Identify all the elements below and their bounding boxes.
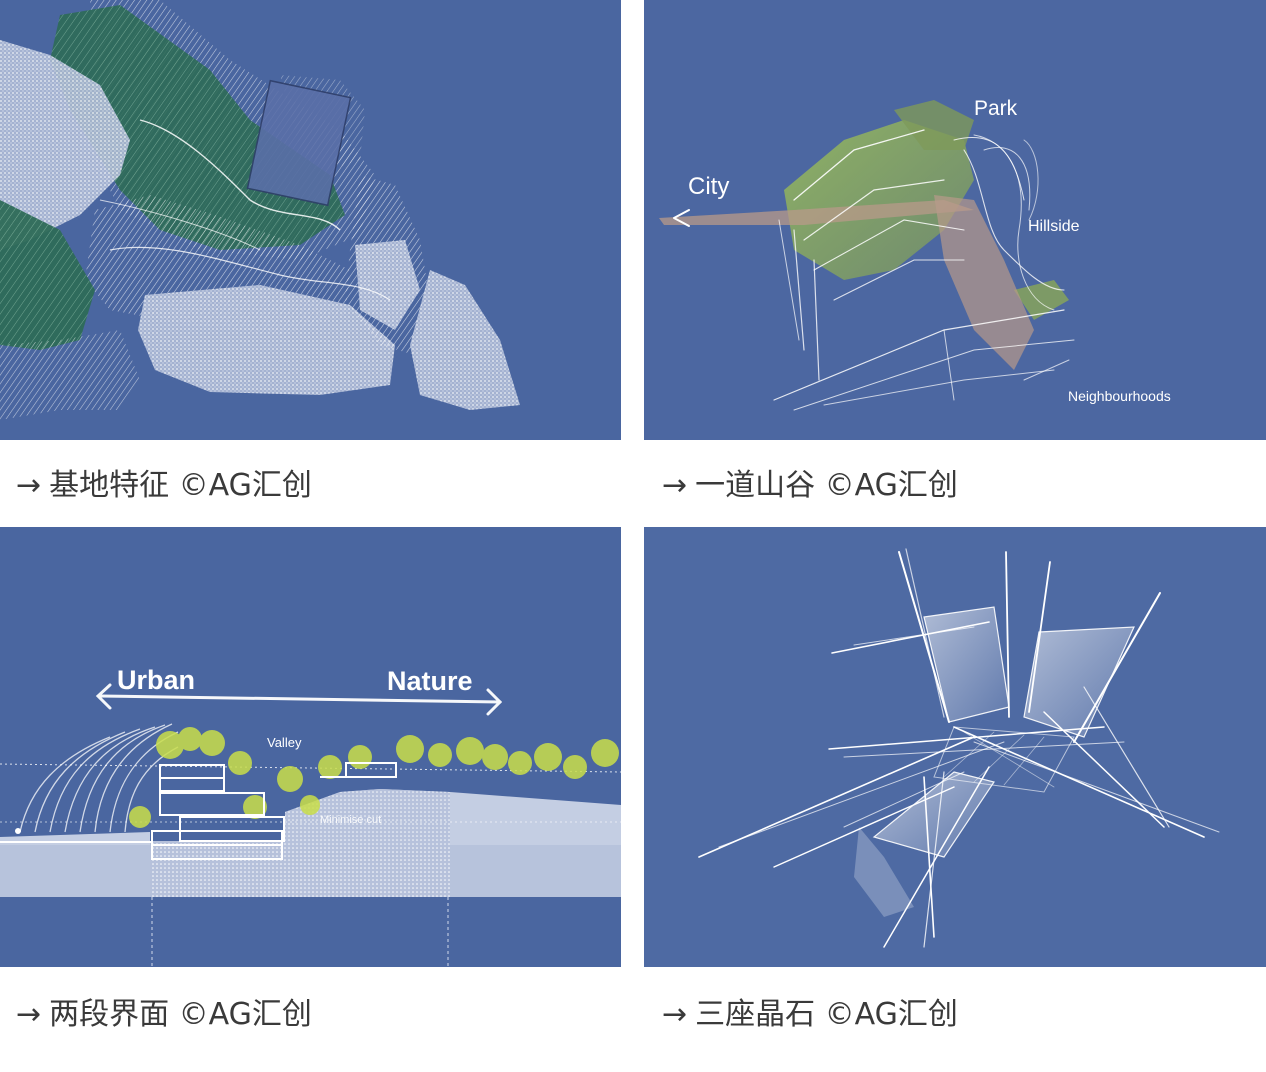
hillside-label: Hillside bbox=[1028, 218, 1080, 236]
caption-three-crystals: →三座晶石 ©AG汇创 bbox=[662, 995, 958, 1035]
caption-site-characteristics: →基地特征 ©AG汇创 bbox=[16, 466, 312, 506]
arrow-right-icon: → bbox=[662, 466, 687, 506]
caption-two-interfaces: →两段界面 ©AG汇创 bbox=[16, 995, 312, 1035]
caption-text: 一道山谷 ©AG汇创 bbox=[695, 468, 958, 503]
neighbourhoods-label: Neighbourhoods bbox=[1068, 388, 1171, 404]
site-plan-panel bbox=[0, 0, 621, 440]
valley-sketch-drawing bbox=[644, 0, 1266, 440]
section-drawing bbox=[0, 527, 621, 967]
valley-label: Valley bbox=[267, 735, 301, 750]
arrow-right-icon: → bbox=[16, 995, 41, 1035]
caption-valley: →一道山谷 ©AG汇创 bbox=[662, 466, 958, 506]
arrow-right-icon: → bbox=[662, 995, 687, 1035]
caption-text: 基地特征 ©AG汇创 bbox=[49, 468, 312, 503]
park-label: Park bbox=[974, 97, 1017, 121]
caption-text: 两段界面 ©AG汇创 bbox=[49, 997, 312, 1032]
caption-text: 三座晶石 ©AG汇创 bbox=[695, 997, 958, 1032]
valley-sketch-panel: Park City Hillside Neighbourhoods bbox=[644, 0, 1266, 440]
crystals-sketch-drawing bbox=[644, 527, 1266, 967]
arrow-right-icon: → bbox=[16, 466, 41, 506]
site-plan-drawing bbox=[0, 0, 621, 440]
section-panel: Urban Nature Valley Minimise cut bbox=[0, 527, 621, 967]
crystals-sketch-panel bbox=[644, 527, 1266, 967]
city-label: City bbox=[688, 173, 729, 201]
urban-label: Urban bbox=[117, 665, 195, 696]
nature-label: Nature bbox=[387, 666, 473, 697]
minimise-cut-label: Minimise cut bbox=[320, 814, 381, 826]
